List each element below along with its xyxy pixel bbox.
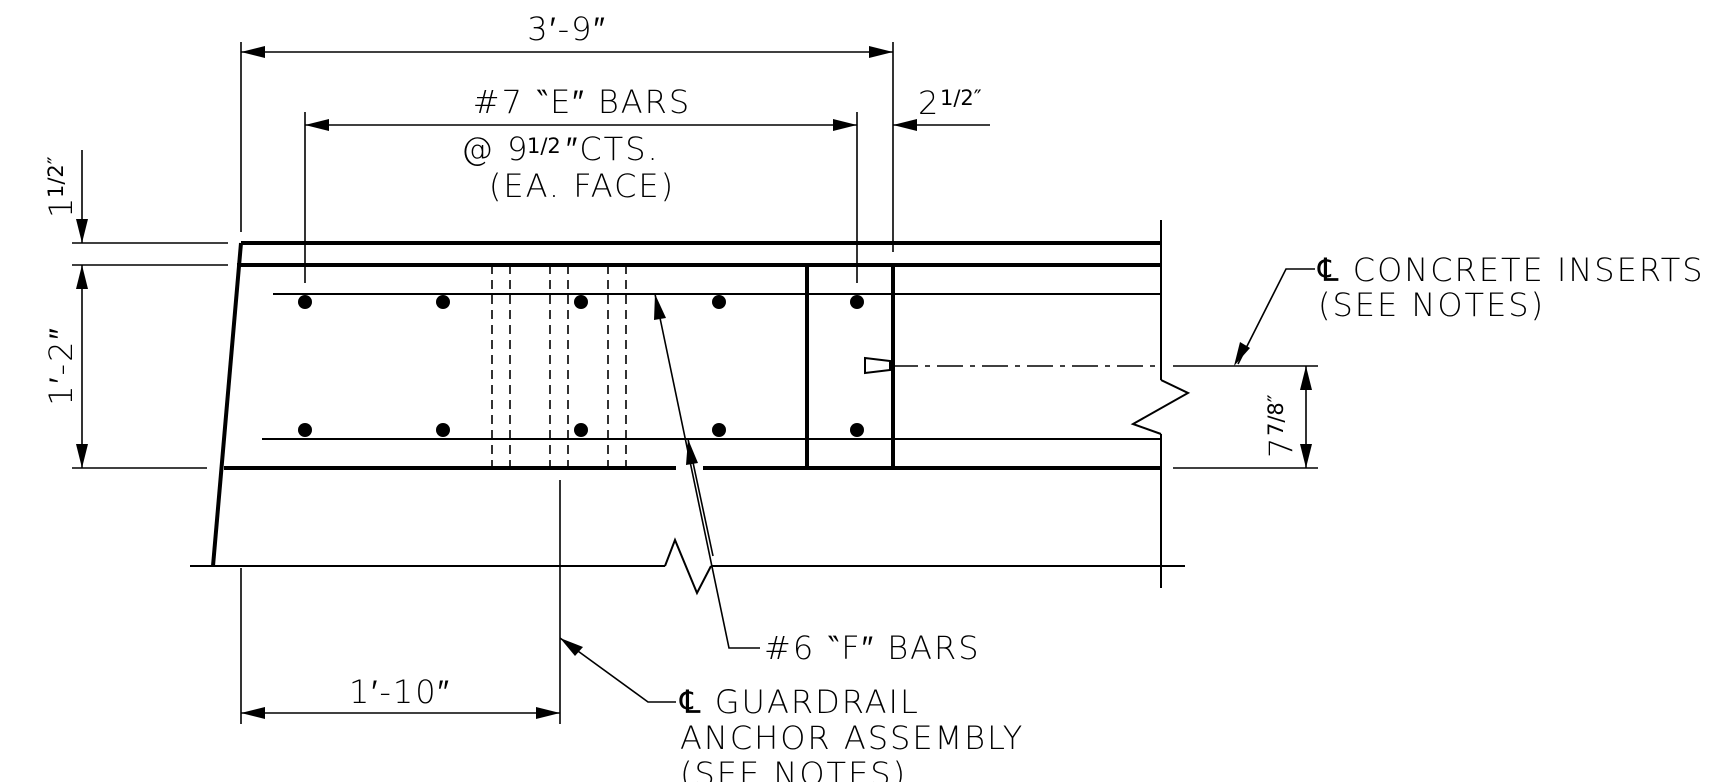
dim-insert-height: 7 7/8″: [1262, 366, 1312, 468]
dim-overall-width-label: 3′-9″: [527, 10, 607, 48]
e-bar-top-5: [850, 295, 864, 309]
inserts-note: (SEE NOTES): [1318, 286, 1545, 324]
e-bar-bottom-5: [850, 423, 864, 437]
concrete-insert: [864, 356, 1318, 469]
reinforcement: [262, 293, 1161, 440]
e-bars-spacing-frac: 1/2: [527, 134, 561, 158]
e-bar-bottom-2: [436, 423, 450, 437]
e-bar-top-3: [574, 295, 588, 309]
e-bar-bottom-4: [712, 423, 726, 437]
guardrail-note: (SEE NOTES): [680, 755, 907, 782]
e-bars-face-label: (EA. FACE): [489, 167, 675, 205]
callout-f-bars: #6 ‶F″ BARS: [654, 293, 981, 667]
callout-guardrail-anchor: 1′-10″ ℄ GUARDRAIL ANCHOR ASSEMBLY (SEE …: [240, 480, 1024, 782]
insert-height-frac: 7/8″: [1264, 394, 1288, 436]
anchor-assembly-hidden-lines: [491, 265, 627, 468]
e-bars-spacing-suffix: ″CTS.: [566, 130, 660, 168]
insert-height-whole: 7: [1262, 436, 1300, 458]
e-bar-top-2: [436, 295, 450, 309]
callout-concrete-inserts: ℄ CONCRETE INSERTS (SEE NOTES): [1234, 251, 1705, 366]
e-bars-spacing-prefix: @ 9: [461, 130, 530, 168]
dim-overall-width: 3′-9″: [240, 10, 894, 252]
edge-offset-frac: 1/2″: [940, 86, 982, 110]
guardrail-label: ℄ GUARDRAIL: [679, 683, 920, 721]
e-bar-bottom-3: [574, 423, 588, 437]
inserts-label: ℄ CONCRETE INSERTS: [1317, 251, 1705, 289]
guardrail-assembly-label: ANCHOR ASSEMBLY: [680, 719, 1024, 757]
slab-outline: [190, 220, 1191, 596]
dim-e-bar-span: #7 ‶E″ BARS @ 9 1/2 ″CTS. (EA. FACE): [304, 83, 858, 283]
anchor-offset-label: 1′-10″: [349, 673, 451, 711]
f-bars-label: #6 ‶F″ BARS: [764, 629, 981, 667]
edge-offset-whole: 2: [918, 84, 940, 122]
depth-label: 1′-2″: [42, 326, 80, 406]
e-bar-bottom-1: [298, 423, 312, 437]
top-cover-whole: 1: [42, 196, 80, 218]
e-bar-top-1: [298, 295, 312, 309]
e-bars-label: #7 ‶E″ BARS: [473, 83, 691, 121]
dim-edge-offset: 2 1/2″: [893, 84, 990, 131]
dim-left-vertical: 1 1/2″ 1′-2″: [42, 150, 228, 469]
top-cover-frac: 1/2″: [44, 156, 68, 198]
e-bar-top-4: [712, 295, 726, 309]
